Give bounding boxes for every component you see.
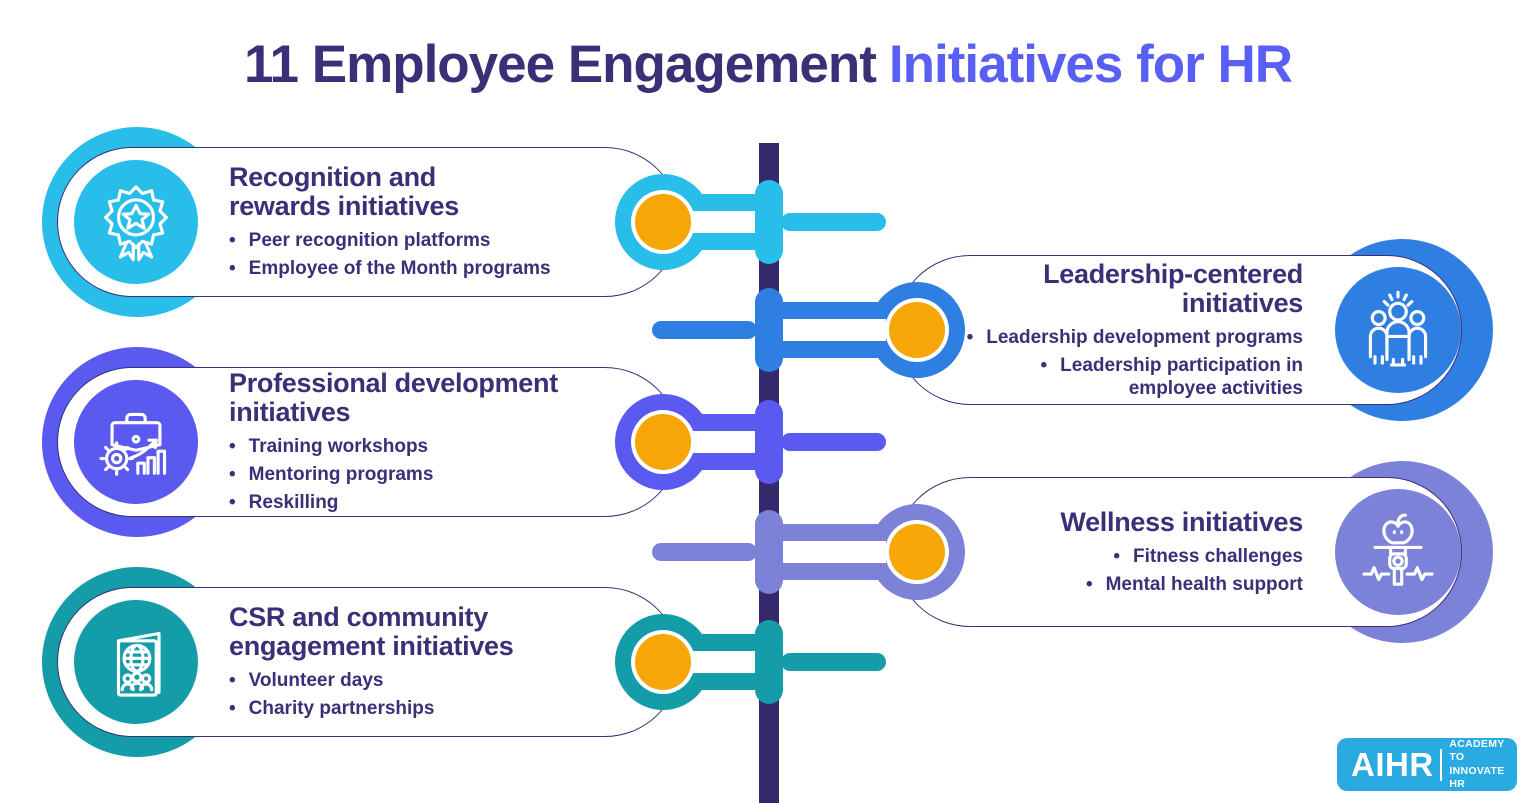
bullet-text: Volunteer days (248, 670, 384, 692)
card-title-line: engagement initiatives (229, 631, 514, 662)
connector-channel (692, 431, 755, 453)
connector-channel (783, 319, 886, 341)
bullet-text: Fitness challenges (1132, 545, 1303, 567)
card-professional-title: Professional development initiatives (229, 368, 669, 428)
card-title-line: Wellness initiatives (1060, 506, 1303, 537)
bullet-text: Mental health support (1105, 573, 1303, 595)
bullet-text: Training workshops (248, 436, 429, 458)
aihr-logo: AIHR ACADEMY TO INNOVATE HR (1337, 738, 1517, 791)
bullet-item: Training workshops (229, 436, 669, 459)
card-leadership-title: Leadership-centered initiatives (1043, 258, 1304, 318)
page-title-accent: Initiatives for HR (888, 35, 1293, 94)
timeline-line (759, 143, 779, 803)
connector-stem (781, 213, 886, 231)
card-professional-bullets: Training workshops Mentoring programs Re… (229, 436, 669, 514)
card-recognition-bullets: Peer recognition platforms Employee of t… (229, 230, 669, 281)
card-title-line: initiatives (229, 397, 351, 428)
bullet-text: Peer recognition platforms (248, 230, 491, 252)
connector-stem (652, 543, 757, 561)
bullet-item: Mentoring programs (229, 464, 669, 487)
csr-icon-circle (74, 600, 198, 724)
recognition-icon-circle (74, 160, 198, 284)
card-title-line: rewards initiatives (229, 191, 459, 222)
award-icon (104, 185, 168, 262)
card-title-line: CSR and community (229, 602, 488, 633)
connector-stem (781, 433, 886, 451)
card-csr-title: CSR and community engagement initiatives (229, 602, 669, 662)
leadership-icon-circle (1335, 267, 1461, 393)
bullet-text: Reskilling (248, 492, 339, 514)
card-wellness-title: Wellness initiatives (1060, 506, 1303, 537)
connector-stem (781, 653, 886, 671)
bullet-text: Leadership participation in (1060, 354, 1303, 376)
connector-channel (692, 211, 755, 233)
aihr-logo-brand: AIHR (1351, 745, 1434, 783)
briefcase-growth-icon (99, 412, 167, 476)
csr-booklet-icon (116, 631, 161, 697)
leadership-team-icon (1368, 290, 1428, 367)
connector-channel (783, 541, 886, 563)
bullet-item: Leadership development programs (967, 327, 1303, 350)
card-title-line: initiatives (1181, 287, 1304, 318)
connector-channel (692, 651, 755, 673)
bullet-text: Employee of the Month programs (248, 258, 551, 280)
card-title-line: Professional development (229, 368, 558, 399)
bullet-text: Charity partnerships (248, 698, 435, 720)
bullet-item: Peer recognition platforms (229, 230, 669, 253)
professional-icon-circle (74, 380, 198, 504)
card-recognition-title: Recognition and rewards initiatives (229, 162, 669, 222)
bullet-item: Charity partnerships (229, 698, 669, 721)
tagline-line: ACADEMY TO (1449, 738, 1505, 764)
card-csr-bullets: Volunteer days Charity partnerships (229, 670, 669, 721)
card-title-line: Leadership-centered (1043, 258, 1303, 289)
page-title-main: 11 Employee Engagement (243, 35, 877, 94)
bullet-item: Reskilling (229, 492, 669, 515)
logo-divider (1439, 748, 1443, 781)
wellness-icon (1362, 513, 1434, 586)
connector-stem (652, 321, 757, 339)
card-title-line: Recognition and (229, 162, 436, 193)
card-leadership-bullets: Leadership development programs Leadersh… (967, 327, 1303, 400)
wellness-icon-circle (1335, 489, 1461, 615)
aihr-logo-tagline: ACADEMY TO INNOVATE HR (1449, 738, 1517, 791)
bullet-item: Volunteer days (229, 670, 669, 693)
card-wellness-bullets: Fitness challenges Mental health support (1086, 546, 1303, 597)
bullet-item: Mental health support (1086, 574, 1303, 597)
bullet-text: Leadership development programs (986, 326, 1303, 348)
bullet-item: Fitness challenges (1086, 546, 1303, 569)
bullet-text: employee activities (1128, 377, 1303, 399)
bullet-text: Mentoring programs (248, 464, 434, 486)
bullet-item: Employee of the Month programs (229, 258, 669, 281)
tagline-line: INNOVATE HR (1449, 764, 1505, 790)
